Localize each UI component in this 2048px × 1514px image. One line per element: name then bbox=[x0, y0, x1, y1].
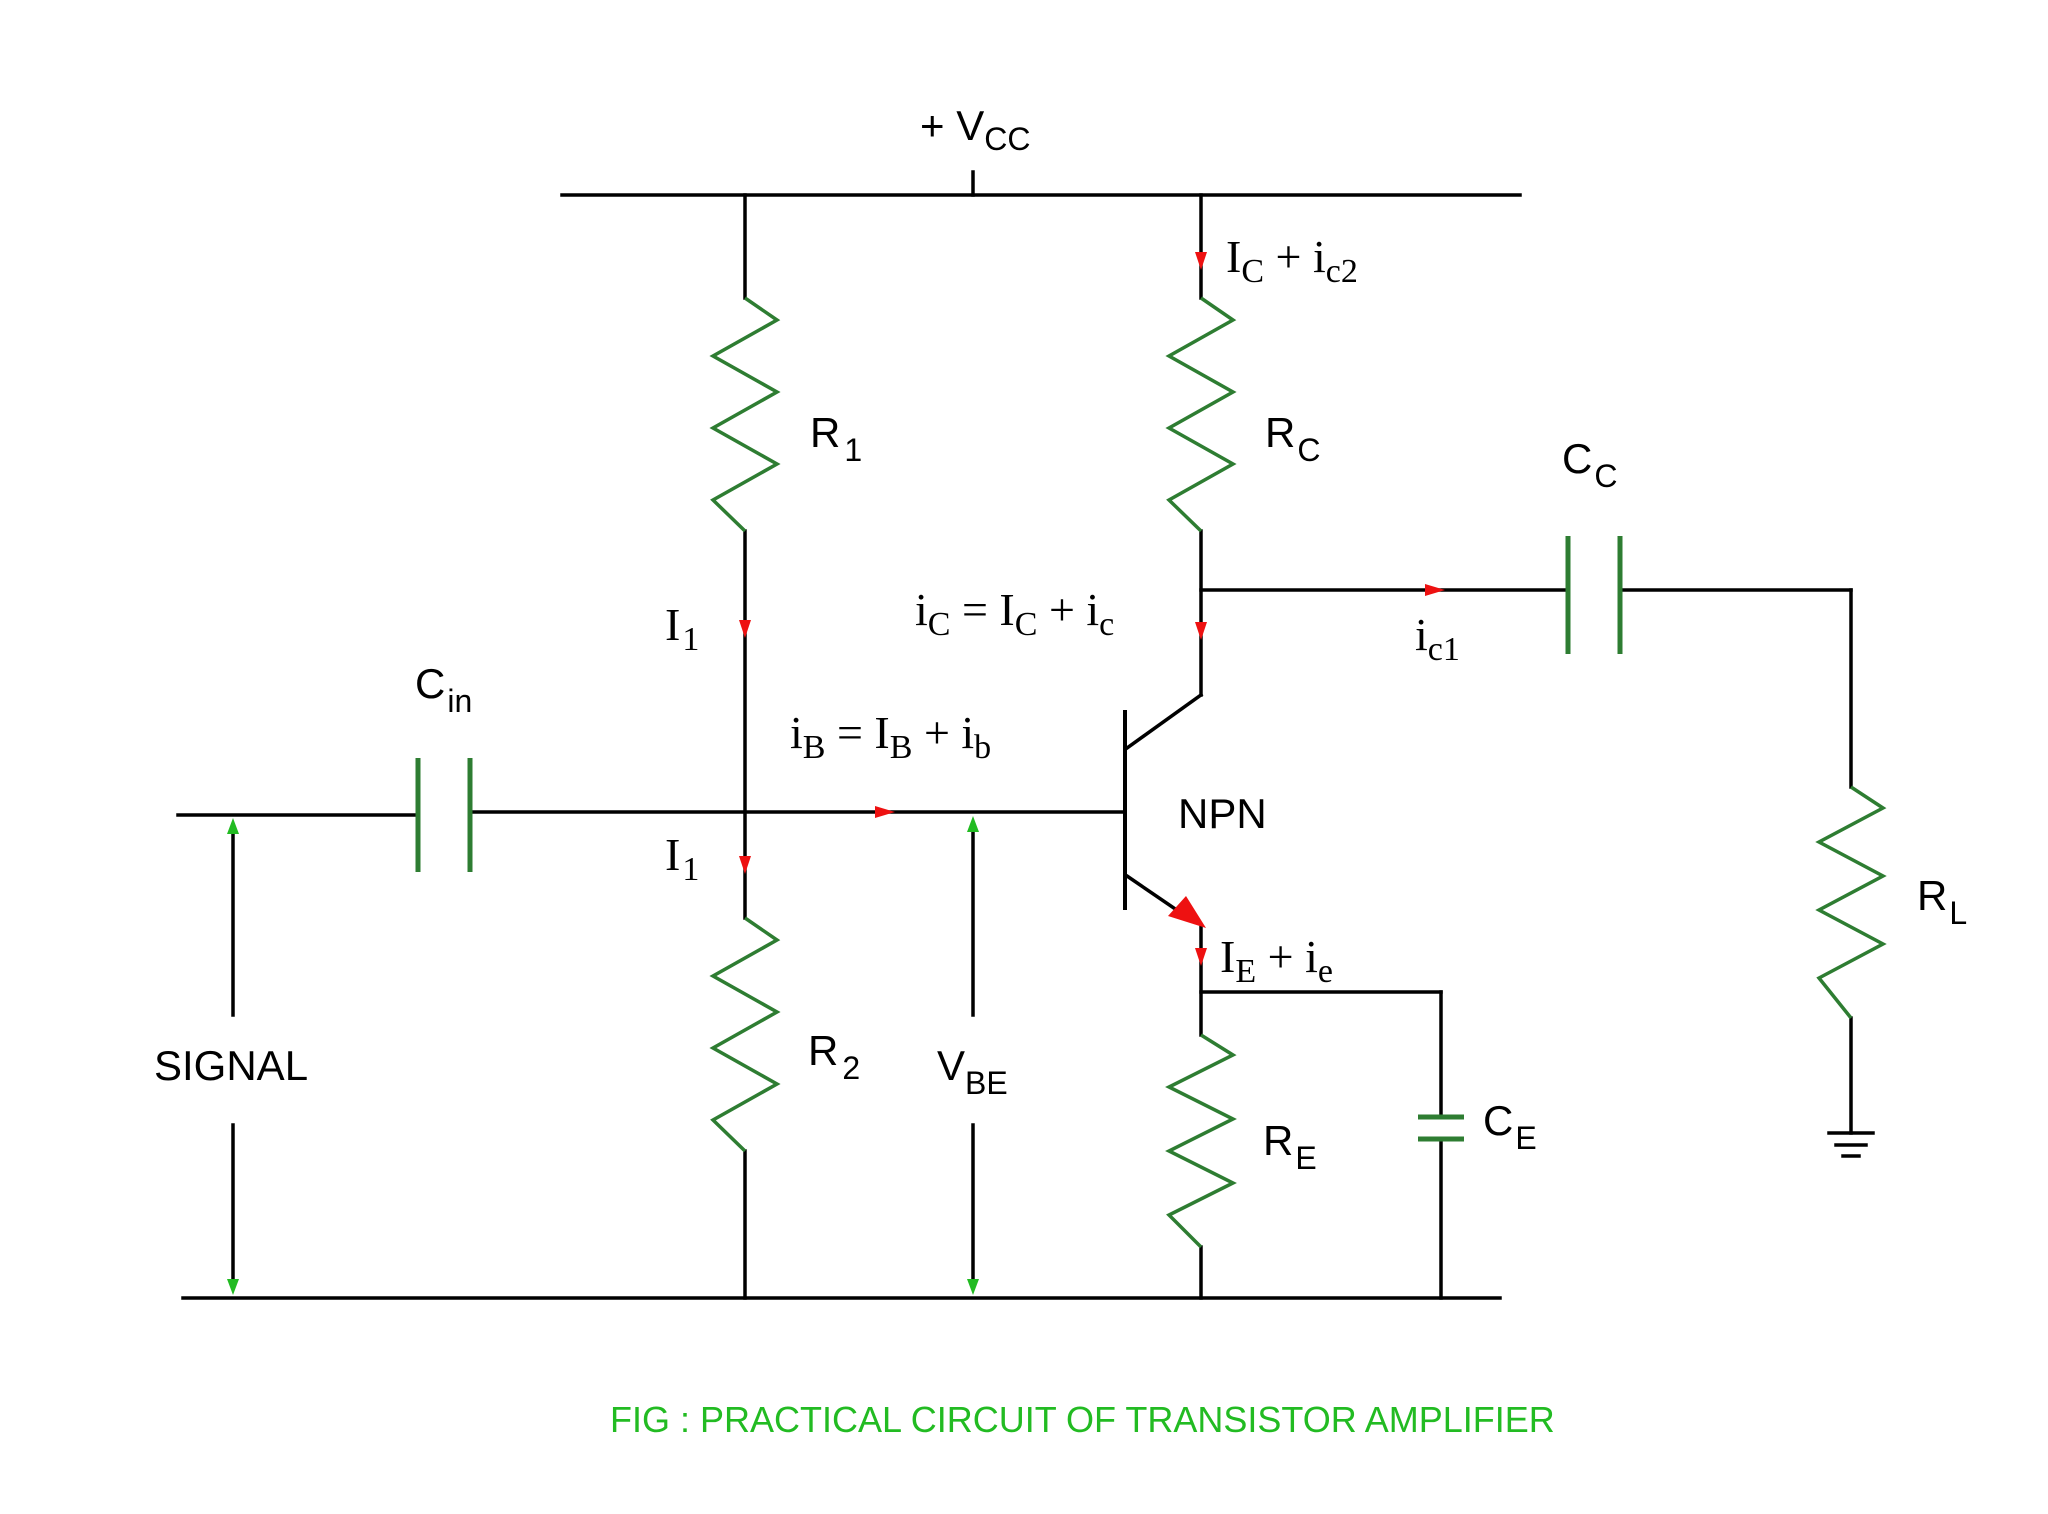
ground-icon bbox=[1827, 1131, 1875, 1158]
collector-lead bbox=[1124, 692, 1204, 751]
current-label-i1-top: I1 bbox=[665, 599, 699, 658]
current-label-ic-ic2: IC + ic2 bbox=[1226, 231, 1358, 290]
vbe-label: VBE bbox=[937, 1042, 1008, 1101]
arrow-i1-bottom bbox=[739, 856, 751, 874]
wires bbox=[176, 170, 1853, 1300]
npn-label: NPN bbox=[1178, 790, 1267, 837]
ce-label: CE bbox=[1483, 1097, 1537, 1156]
current-label-ic1: ic1 bbox=[1415, 609, 1460, 668]
resistor-rc bbox=[1165, 296, 1237, 533]
arrow-ic1 bbox=[1425, 584, 1445, 596]
arrow-emitter bbox=[1168, 896, 1206, 928]
resistor-re bbox=[1165, 1033, 1237, 1249]
resistor-r1 bbox=[709, 296, 781, 533]
emitter-lead bbox=[1124, 873, 1187, 918]
cc-label: CC bbox=[1562, 435, 1617, 494]
arrow-ib bbox=[875, 806, 895, 818]
arrow-ic-ic2 bbox=[1195, 252, 1207, 270]
current-label-i1-bottom: I1 bbox=[665, 829, 699, 888]
cin-label: Cin bbox=[415, 660, 472, 719]
rl-label: RL bbox=[1917, 872, 1967, 931]
arrow-ie bbox=[1195, 948, 1207, 966]
current-label-ib-equation: iB = IB + ib bbox=[790, 707, 991, 766]
re-label: RE bbox=[1263, 1117, 1317, 1176]
current-label-ic-equation: iC = IC + ic bbox=[915, 584, 1114, 643]
signal-label: SIGNAL bbox=[154, 1042, 308, 1089]
capacitor-ce bbox=[1418, 1114, 1464, 1142]
rc-label: RC bbox=[1265, 409, 1320, 468]
resistor-r2 bbox=[709, 916, 781, 1153]
vbe-voltage-arrow bbox=[967, 816, 979, 1295]
arrow-ic bbox=[1195, 622, 1207, 640]
arrow-i1-top bbox=[739, 620, 751, 638]
current-label-ie: IE + ie bbox=[1220, 931, 1333, 990]
capacitor-cin bbox=[415, 758, 473, 872]
vcc-label: + VCC bbox=[920, 102, 1030, 157]
figure-caption: FIG : PRACTICAL CIRCUIT OF TRANSISTOR AM… bbox=[610, 1399, 1555, 1440]
resistor-rl bbox=[1815, 785, 1887, 1020]
capacitor-cc bbox=[1565, 536, 1623, 654]
signal-voltage-arrow bbox=[227, 818, 239, 1295]
